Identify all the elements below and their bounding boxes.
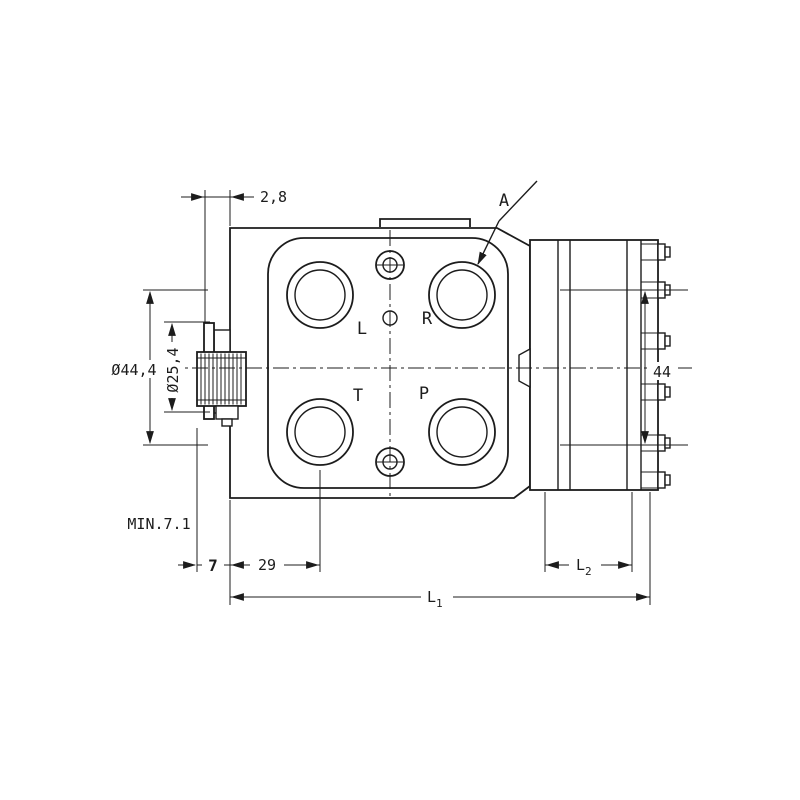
port-r-outer-circle [428, 261, 496, 329]
port-l-outer-circle [286, 261, 354, 329]
port-label-t: T [353, 386, 363, 406]
body-outline [229, 227, 531, 499]
port-r-inner-circle [436, 269, 488, 321]
port-p-outer-circle [428, 398, 496, 466]
shaft-seal-step [221, 418, 233, 427]
steering-unit-body [196, 218, 671, 499]
mounting-face [267, 237, 509, 489]
dim-min-label: MIN.7.1 [127, 515, 190, 533]
dim-l2-label: L2 [576, 556, 592, 578]
top-boss [379, 218, 471, 227]
detail-a-leader [477, 180, 538, 265]
gerotor-stack [529, 239, 671, 491]
port-label-r: R [422, 309, 433, 329]
port-l-inner-circle [294, 269, 346, 321]
dim-flange-diameter-label: Ø44,4 [111, 361, 156, 379]
dim-2-8-label: 2,8 [260, 188, 287, 206]
dim-shaft-diameter-label: Ø25,4 [164, 347, 182, 392]
centerlines [138, 230, 692, 496]
shaft-assembly [196, 322, 247, 427]
dim-l1-label: L1 [427, 588, 443, 610]
port-label-l: L [357, 319, 367, 339]
port-t-outer-circle [286, 398, 354, 466]
spline-hatch [197, 353, 246, 405]
labels: 2,8 A Ø44,4 Ø25,4 44 MIN.7.1 7 29 L2 L1 … [106, 188, 678, 610]
detail-a-label: A [499, 191, 509, 211]
dim-44-label: 44 [653, 363, 671, 381]
port-label-p: P [419, 384, 429, 404]
extension-lines [143, 190, 688, 605]
dim-7-label: 7 [208, 556, 218, 575]
shaft-seal [215, 405, 239, 420]
port-p-inner-circle [436, 406, 488, 458]
dim-29-label: 29 [258, 556, 276, 574]
port-t-inner-circle [294, 406, 346, 458]
